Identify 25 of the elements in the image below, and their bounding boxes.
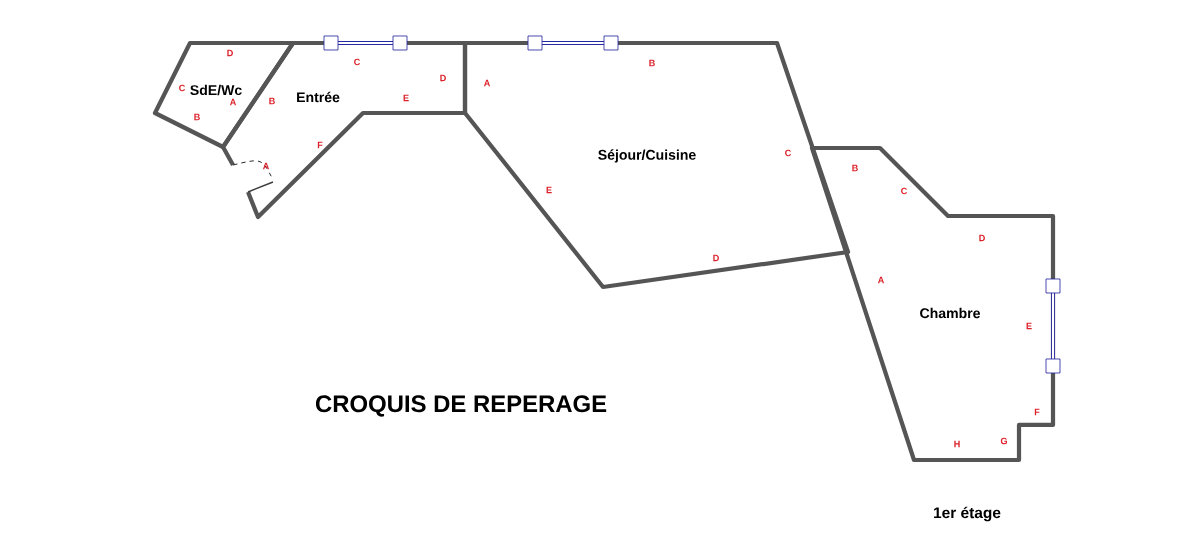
- wall-letter: D: [440, 74, 446, 82]
- wall-letter: E: [546, 186, 552, 194]
- wall-letter: F: [1034, 408, 1040, 416]
- wall-letter: B: [649, 59, 655, 67]
- wall-letter: C: [901, 187, 908, 195]
- wall-letter: D: [979, 234, 985, 242]
- wall-letter: A: [262, 162, 270, 170]
- wall-letter: C: [354, 58, 361, 66]
- wall-letter: C: [785, 149, 792, 157]
- wall-letter: D: [713, 254, 719, 262]
- wall-letter: B: [194, 113, 200, 121]
- wall-letter: F: [317, 141, 323, 149]
- wall-letter: B: [852, 164, 858, 172]
- caption: 1er étage: [934, 506, 1001, 522]
- wall-letter: A: [483, 79, 491, 87]
- wall-letter: A: [229, 98, 237, 106]
- wall-letter: D: [227, 49, 233, 57]
- wall-letter: C: [179, 84, 186, 92]
- title: CROQUIS DE REPERAGE: [315, 395, 607, 417]
- wall-letter: E: [1026, 322, 1032, 330]
- wall-letter: A: [877, 276, 885, 284]
- wall-letter: G: [1000, 437, 1007, 445]
- wall-letter: H: [954, 440, 960, 448]
- wall-letter: B: [269, 97, 275, 105]
- wall-letter: E: [403, 94, 409, 102]
